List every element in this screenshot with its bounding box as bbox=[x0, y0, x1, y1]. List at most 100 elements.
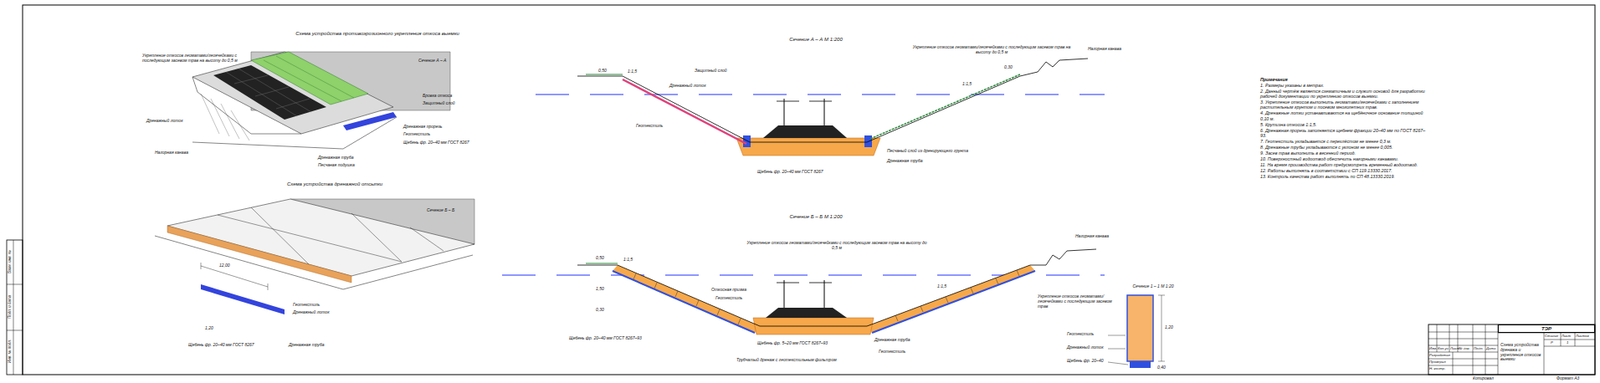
callout-label: Н. контр. bbox=[1429, 367, 1446, 372]
callout-label: Щебень фр. 20–40 мм ГОСТ 8267–93 bbox=[569, 336, 642, 342]
isometric-slope-sketch-part bbox=[225, 71, 298, 117]
callout-label: Геотекстиль bbox=[403, 132, 431, 138]
notes-block: Примечания1. Размеры указаны в метрах.2.… bbox=[1260, 76, 1428, 180]
callout-label: Дренажный лоток bbox=[292, 310, 330, 316]
note-item: 2. Данный чертёж является схематичным и … bbox=[1260, 88, 1428, 99]
callout-label: Формат А3 bbox=[1556, 376, 1580, 382]
cross-section-b bbox=[502, 249, 1105, 335]
detail-section-part bbox=[1158, 361, 1165, 363]
callout-label: Песчаная подушка bbox=[317, 163, 355, 169]
callout-label: Подп. bbox=[1473, 347, 1483, 352]
callout-label: Лист bbox=[1561, 334, 1571, 339]
cross-section-a-part bbox=[535, 94, 1105, 96]
callout-label: Геотекстиль bbox=[635, 123, 663, 129]
callout-label: Песчаный слой из дренирующего грунта bbox=[887, 148, 969, 154]
cross-section-b-part-part bbox=[633, 273, 636, 280]
callout-label: Сечение 1 – 1 М 1:20 bbox=[1133, 284, 1175, 290]
callout-label: Геотекстиль bbox=[1066, 332, 1094, 338]
callout-label: Укрепление откосов геоматами/геоячейками… bbox=[744, 241, 929, 252]
callout-label: Щебень фр. 20–40 мм ГОСТ 8267 bbox=[757, 169, 824, 175]
cross-section-b-part bbox=[633, 270, 1020, 325]
isometric-slope-sketch-part bbox=[343, 112, 397, 131]
dimension-label: 0,30 bbox=[1004, 65, 1013, 71]
isometric-slope-sketch-part bbox=[210, 98, 230, 137]
callout-label: Инв. № подл. bbox=[7, 339, 12, 364]
cross-section-b-part bbox=[809, 282, 832, 284]
title-block-part bbox=[1574, 333, 1576, 347]
isometric-drain-sketch-part bbox=[200, 262, 202, 270]
callout-label: Дата bbox=[1486, 347, 1496, 352]
title-block-part bbox=[1428, 324, 1595, 375]
cross-section-a-part bbox=[622, 79, 747, 144]
isometric-slope-sketch-part bbox=[230, 110, 250, 141]
detail-section-part bbox=[1107, 348, 1126, 350]
cross-section-a bbox=[535, 58, 1105, 156]
cross-section-b-part bbox=[776, 282, 800, 284]
section-title: Сечение А – А М 1:200 bbox=[789, 36, 842, 43]
cross-section-a-part bbox=[824, 98, 826, 126]
title-block-part bbox=[1543, 339, 1595, 341]
title-block-part bbox=[1543, 346, 1595, 348]
sheet-frame-part bbox=[22, 5, 1595, 375]
cross-section-b-part-part bbox=[895, 315, 898, 322]
cross-section-b-part-part bbox=[995, 278, 999, 285]
detail-section-part bbox=[1107, 362, 1129, 365]
note-item: 1. Размеры указаны в метрах. bbox=[1260, 82, 1428, 88]
callout-label: Р bbox=[1550, 341, 1554, 346]
dimension-label: 1:1,5 bbox=[937, 284, 947, 290]
dimension-label: 1 bbox=[1566, 341, 1569, 346]
isometric-slope-sketch-part bbox=[238, 68, 312, 113]
title-text: ТЭР bbox=[1541, 326, 1552, 333]
sheet-frame-part bbox=[6, 330, 23, 332]
callout-label: Дренажная прорезь bbox=[403, 124, 442, 130]
dimension-label: 12,00 bbox=[219, 263, 231, 269]
sheet-frame bbox=[6, 5, 1595, 375]
sheet-frame-part bbox=[13, 240, 15, 375]
dimension-label: 0,50 bbox=[598, 68, 607, 74]
cross-section-b-part bbox=[612, 271, 755, 334]
callout-label: Подп. и дата bbox=[7, 295, 12, 319]
dimension-label: 1,20 bbox=[1164, 325, 1174, 331]
cross-section-b-part-part bbox=[920, 306, 924, 313]
cross-section-b-part-part bbox=[1016, 270, 1020, 277]
callout-label: Листов bbox=[1575, 334, 1590, 339]
cross-section-b-part bbox=[585, 262, 618, 264]
isometric-drain-sketch bbox=[154, 199, 475, 315]
note-item: 3. Укрепление откосов выполнить геоматам… bbox=[1260, 99, 1428, 110]
detail-section-part bbox=[1107, 335, 1126, 337]
callout-label: Укрепление откосов геоматами/геоячейками… bbox=[1037, 294, 1122, 309]
cross-section-a-part bbox=[763, 125, 847, 139]
notes-heading: Примечания bbox=[1260, 76, 1428, 83]
title-block-part bbox=[1543, 333, 1545, 375]
cross-section-b-part-part bbox=[696, 300, 699, 307]
isometric-drain-sketch-part bbox=[351, 213, 402, 262]
title-block bbox=[1428, 324, 1595, 375]
note-item: 6. Дренажная прорезь заполняется щебнем … bbox=[1260, 128, 1428, 139]
cross-section-b-part-part bbox=[717, 309, 720, 316]
callout-label: Укрепление откосов геоматами/геоячейками… bbox=[142, 53, 247, 64]
isometric-drain-sketch-part bbox=[217, 215, 402, 262]
detail-section-part bbox=[1158, 295, 1165, 297]
callout-label: № док. bbox=[1458, 347, 1471, 352]
cross-section-a-part bbox=[736, 138, 881, 156]
isometric-slope-sketch-part bbox=[234, 75, 268, 84]
isometric-drain-sketch-part bbox=[200, 284, 285, 315]
title-block-part bbox=[1428, 338, 1498, 340]
callout-label: Откосная призма bbox=[711, 287, 747, 293]
callout-label: Щебень фр. 20–40 мм ГОСТ 8267 bbox=[403, 140, 470, 146]
cross-section-a-part bbox=[743, 135, 751, 148]
callout-label: Щебень фр. 20–40 мм ГОСТ 8267 bbox=[188, 343, 255, 349]
title-block-part bbox=[1428, 365, 1498, 367]
note-item: 9. Засев трав выполнить в весенний перио… bbox=[1260, 150, 1428, 156]
callout-label: Разработал bbox=[1429, 353, 1451, 359]
note-item: 7. Геотекстиль укладывается с перехлёсто… bbox=[1260, 138, 1428, 144]
detail-section-part bbox=[1161, 295, 1163, 362]
cross-section-b-part bbox=[612, 265, 760, 334]
sheet-frame-part bbox=[6, 240, 23, 375]
note-item: 5. Крутизна откосов 1:1,5. bbox=[1260, 122, 1428, 128]
note-item: 10. Поверхностный водоотвод обеспечить н… bbox=[1260, 156, 1428, 162]
dimension-label: 1:1,5 bbox=[627, 69, 637, 75]
dimension-label: 0,50 bbox=[595, 256, 605, 262]
